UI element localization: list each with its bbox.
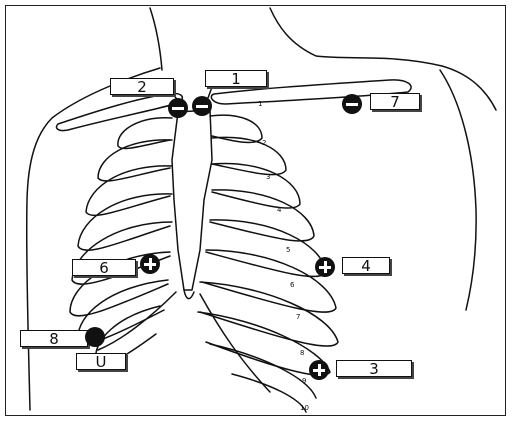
negative-electrode-7	[342, 94, 362, 114]
label-box-6: 6	[72, 259, 136, 276]
positive-electrode-4	[315, 257, 335, 277]
neck-left-outline	[150, 8, 162, 70]
rib-number-2: 2	[262, 139, 266, 147]
rib-number-6: 6	[290, 281, 295, 289]
rib-left-2	[98, 140, 172, 181]
minus-icon	[172, 107, 184, 110]
plus-icon	[318, 364, 321, 376]
negative-electrode-right	[192, 96, 212, 116]
rib-number-3: 3	[266, 173, 270, 181]
sternum	[172, 110, 212, 290]
positive-electrode-3	[309, 360, 329, 380]
label-box-8: 8	[20, 330, 88, 347]
label-box-1: 1	[205, 70, 267, 87]
minus-icon	[196, 105, 208, 108]
rib-number-5: 5	[286, 246, 290, 254]
positive-electrode-6	[140, 254, 160, 274]
rib-number-4: 4	[277, 206, 282, 214]
minus-icon	[346, 103, 358, 106]
rib-number-1: 1	[258, 100, 262, 108]
plus-icon	[149, 258, 152, 270]
rib-left-1	[118, 118, 172, 149]
negative-electrode-left	[168, 98, 188, 118]
costal-margin-left	[98, 292, 176, 350]
xiphoid	[184, 290, 194, 299]
plus-icon	[324, 261, 327, 273]
rib-number-8: 8	[300, 349, 304, 357]
rib-number-10: 10	[300, 404, 309, 412]
label-box-7: 7	[370, 93, 420, 110]
rib-number-9: 9	[302, 377, 306, 385]
rib-right-10	[232, 374, 306, 412]
rib-right-5	[206, 220, 326, 277]
label-box-2: 2	[110, 78, 174, 95]
rib-right-6	[202, 250, 336, 312]
label-box-u: U	[76, 353, 126, 370]
rib-right-3	[212, 163, 300, 208]
ground-electrode-8	[85, 327, 105, 347]
clavicle-left	[56, 93, 182, 130]
label-box-4: 4	[342, 257, 390, 274]
rib-right-7	[200, 282, 338, 346]
label-box-3: 3	[336, 360, 412, 377]
arm-right-outline	[440, 70, 476, 310]
rib-number-7: 7	[296, 313, 300, 321]
